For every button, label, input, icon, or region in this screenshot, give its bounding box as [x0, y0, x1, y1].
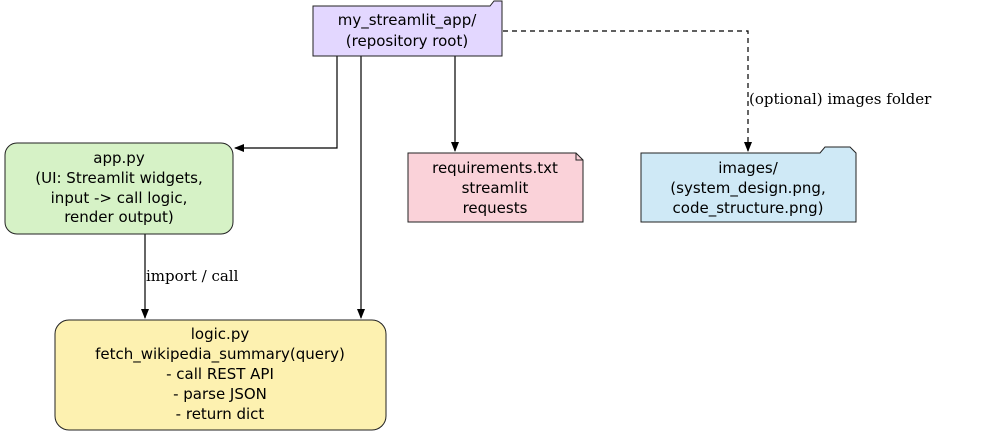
- logic-box: [54, 319, 387, 431]
- app-line-3: input -> call logic,: [51, 189, 188, 207]
- root-folder-shape: [312, 0, 503, 57]
- logic-line-3: - call REST API: [166, 365, 274, 383]
- app-line-1: app.py: [93, 149, 145, 167]
- logic-line-5: - return dict: [176, 405, 265, 423]
- images-folder-shape: [640, 146, 857, 223]
- app-line-4: render output): [64, 208, 174, 226]
- edge-root-to-app: [234, 56, 338, 152]
- edge-root-to-images: [503, 30, 752, 152]
- requirements-line-1: requirements.txt: [432, 159, 558, 177]
- images-line-1: images/: [718, 159, 779, 177]
- images-line-2: (system_design.png,: [670, 179, 825, 198]
- requirements-line-2: streamlit: [462, 179, 529, 197]
- images-folder-node: images/ (system_design.png, code_structu…: [640, 146, 857, 223]
- requirements-line-3: requests: [463, 199, 528, 217]
- edge-label-import-call: import / call: [146, 267, 239, 285]
- logic-node: logic.py fetch_wikipedia_summary(query) …: [54, 319, 387, 431]
- app-line-2: (UI: Streamlit widgets,: [35, 169, 203, 187]
- root-line-2: (repository root): [346, 32, 468, 50]
- logic-line-4: - parse JSON: [173, 385, 267, 403]
- app-box: [4, 142, 234, 235]
- root-folder-node: my_streamlit_app/ (repository root): [312, 0, 503, 57]
- root-line-1: my_streamlit_app/: [338, 11, 478, 30]
- logic-line-2: fetch_wikipedia_summary(query): [95, 345, 345, 364]
- logic-line-1: logic.py: [191, 325, 250, 343]
- requirements-node: requirements.txt streamlit requests: [407, 152, 584, 223]
- edges: (optional) images folder import / call: [141, 30, 932, 319]
- edge-label-optional-images: (optional) images folder: [749, 90, 932, 108]
- app-node: app.py (UI: Streamlit widgets, input -> …: [4, 142, 234, 235]
- requirements-note-shape: [407, 152, 584, 223]
- images-line-3: code_structure.png): [673, 199, 824, 218]
- requirements-note-fold: [575, 153, 583, 161]
